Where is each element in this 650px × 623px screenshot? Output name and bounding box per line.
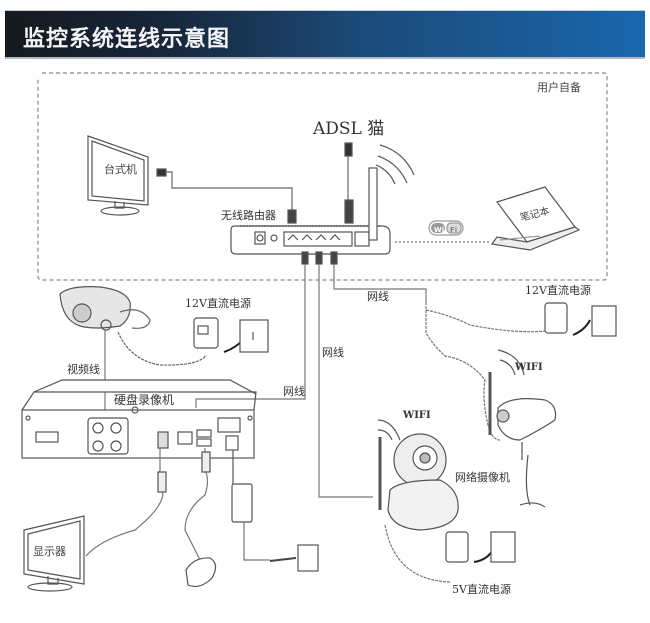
wifi-badge-left: Wi xyxy=(434,226,444,234)
desktop-computer-icon xyxy=(87,135,149,216)
desktop-label: 台式机 xyxy=(104,162,137,176)
rj45-plug-icon xyxy=(287,209,297,224)
dvr-recorder-icon xyxy=(21,379,257,459)
rj45-plug-icon xyxy=(344,199,354,224)
mouse-icon xyxy=(185,557,217,588)
bullet-camera-power-label: 12V直流电源 xyxy=(185,296,251,310)
wall-outlet-icon xyxy=(297,544,319,572)
page-title: 监控系统连线示意图 xyxy=(23,27,231,52)
wifi-signal-icon xyxy=(377,155,408,184)
rj45-plug-icon xyxy=(156,168,167,177)
power-adapter-icon xyxy=(544,302,568,334)
wifi-camera-power-label: 12V直流电源 xyxy=(525,283,591,297)
user-provided-region xyxy=(37,72,608,281)
video-cable-label: 视频线 xyxy=(67,362,100,376)
monitor-label: 显示器 xyxy=(33,545,66,558)
wifi-badge xyxy=(428,220,464,236)
wifi-signal-icon xyxy=(377,419,401,441)
wireless-router-icon xyxy=(230,167,391,255)
wall-outlet-icon xyxy=(591,305,617,337)
net-cable-label-3: 网线 xyxy=(367,289,389,303)
net-cable-label-1: 网线 xyxy=(283,384,305,398)
adsl-modem-label: ADSL 猫 xyxy=(312,119,384,139)
header-banner: 监控系统连线示意图 xyxy=(5,10,645,59)
ip-camera-label: 网络摄像机 xyxy=(455,470,510,484)
power-brick-icon xyxy=(231,483,253,523)
wall-outlet-icon xyxy=(490,531,516,563)
rj45-plug-icon xyxy=(344,142,353,157)
dvr-label: 硬盘录像机 xyxy=(114,392,174,407)
wall-outlet-icon xyxy=(239,319,269,353)
power-adapter-icon xyxy=(193,317,219,349)
monitor-icon xyxy=(23,515,85,592)
router-label: 无线路由器 xyxy=(221,208,276,222)
wifi-signal-icon xyxy=(497,349,525,376)
ptz-power-label: 5V直流电源 xyxy=(452,582,511,596)
outdoor-wifi-camera-icon xyxy=(488,372,557,508)
wifi-label-ptz: WIFI xyxy=(402,410,431,421)
ptz-camera-icon xyxy=(378,433,459,531)
power-adapter-icon xyxy=(445,531,469,563)
bullet-camera-icon xyxy=(59,286,131,331)
net-cable-label-2: 网线 xyxy=(322,345,344,359)
user-provided-label: 用户自备 xyxy=(537,80,581,94)
laptop-icon xyxy=(490,186,581,251)
wifi-badge-right: Fi xyxy=(450,226,457,234)
wifi-label-outdoor: WIFI xyxy=(514,362,543,373)
